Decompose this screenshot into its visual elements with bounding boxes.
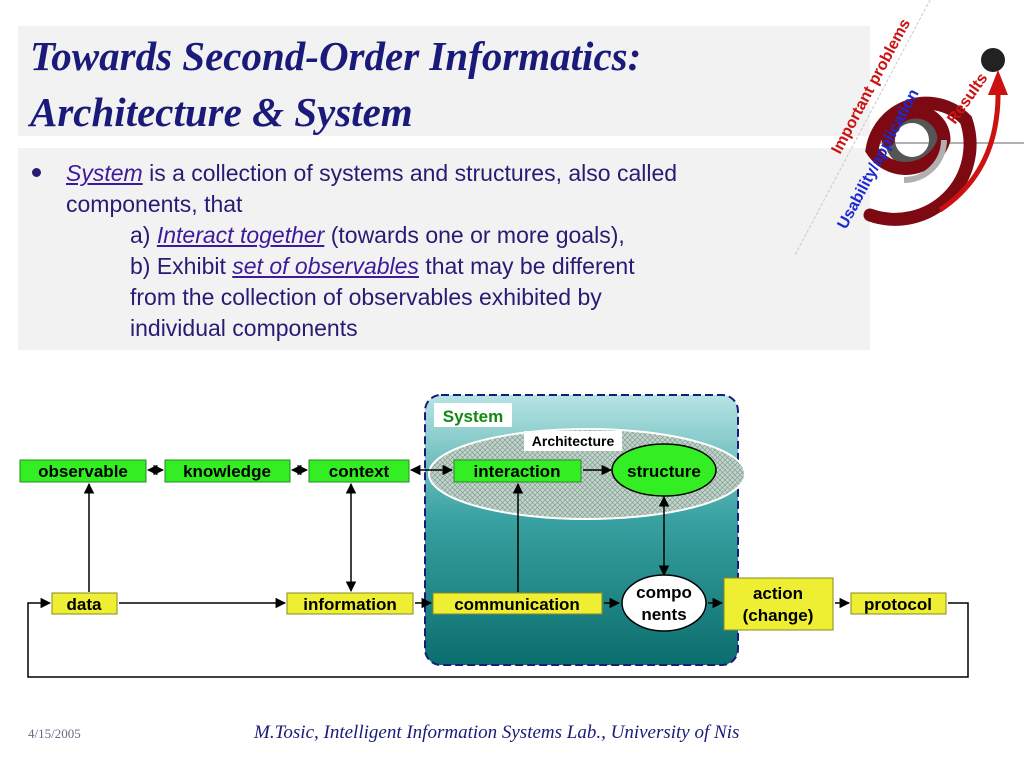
feedback-loop-edge <box>27 597 969 678</box>
node-data-label: data <box>67 595 103 614</box>
node-interaction-label: interaction <box>474 462 561 481</box>
body-item-a: a) Interact together (towards one or mor… <box>130 220 625 250</box>
title-background <box>18 26 870 136</box>
item-b-prefix: b) Exhibit <box>130 253 233 279</box>
node-action-label-2: (change) <box>743 606 814 625</box>
node-communication: communication <box>432 592 603 615</box>
node-knowledge: knowledge <box>164 459 291 483</box>
architecture-label-box <box>524 431 622 451</box>
node-structure-label: structure <box>627 462 701 481</box>
node-knowledge-label: knowledge <box>183 462 271 481</box>
slide-title: Towards Second-Order Informatics: Archit… <box>30 28 641 140</box>
node-interaction: interaction <box>453 459 582 483</box>
slide-title-line-1: Towards Second-Order Informatics: <box>30 33 642 79</box>
term-interact-together: Interact together <box>156 222 325 248</box>
node-protocol: protocol <box>850 592 947 615</box>
body-item-b-line-2: from the collection of observables exhib… <box>130 284 602 310</box>
node-components: compo nents <box>621 574 707 632</box>
item-a-prefix: a) <box>130 222 157 248</box>
spiral-logo: Important problems Usability/application… <box>794 0 1024 256</box>
system-label-box <box>434 403 512 427</box>
term-set-of-observables: set of observables <box>232 253 419 279</box>
item-b-rest: that may be different <box>418 253 635 279</box>
term-system: System <box>66 160 143 186</box>
footer-date: 4/15/2005 <box>28 726 81 741</box>
node-information-label: information <box>303 595 397 614</box>
architecture-label: Architecture <box>532 433 615 449</box>
node-components-label-2: nents <box>641 605 686 624</box>
body-line-1-rest: is a collection of systems and structure… <box>142 160 678 186</box>
node-structure: structure <box>611 443 717 497</box>
body-background <box>18 148 870 350</box>
architecture-diagram: System Architecture observable knowledge… <box>19 394 969 678</box>
node-components-label-1: compo <box>636 583 692 602</box>
slide-title-line-2: Architecture & System <box>30 89 413 135</box>
body-text: System is a collection of systems and st… <box>0 0 1024 360</box>
node-action-label-1: action <box>753 584 803 603</box>
node-information: information <box>286 592 414 615</box>
item-a-rest: (towards one or more goals), <box>324 222 625 248</box>
node-context-label: context <box>329 462 390 481</box>
body-item-b: b) Exhibit set of observables that may b… <box>130 251 635 281</box>
spiral-icon <box>863 48 1008 226</box>
node-protocol-label: protocol <box>864 595 932 614</box>
logo-diagonal-line <box>794 0 931 256</box>
body-item-b-line-3: individual components <box>130 315 358 341</box>
node-action: action (change) <box>723 577 834 631</box>
node-observable-label: observable <box>38 462 128 481</box>
system-label: System <box>443 407 503 426</box>
node-observable: observable <box>19 459 147 483</box>
body-line-2: components, that <box>66 191 243 217</box>
body-line-1: System is a collection of systems and st… <box>66 158 677 188</box>
node-communication-label: communication <box>454 595 580 614</box>
footer-credit: M.Tosic, Intelligent Information Systems… <box>254 722 740 743</box>
bullet-icon <box>32 168 41 177</box>
node-context: context <box>308 459 410 483</box>
node-data: data <box>51 592 118 615</box>
